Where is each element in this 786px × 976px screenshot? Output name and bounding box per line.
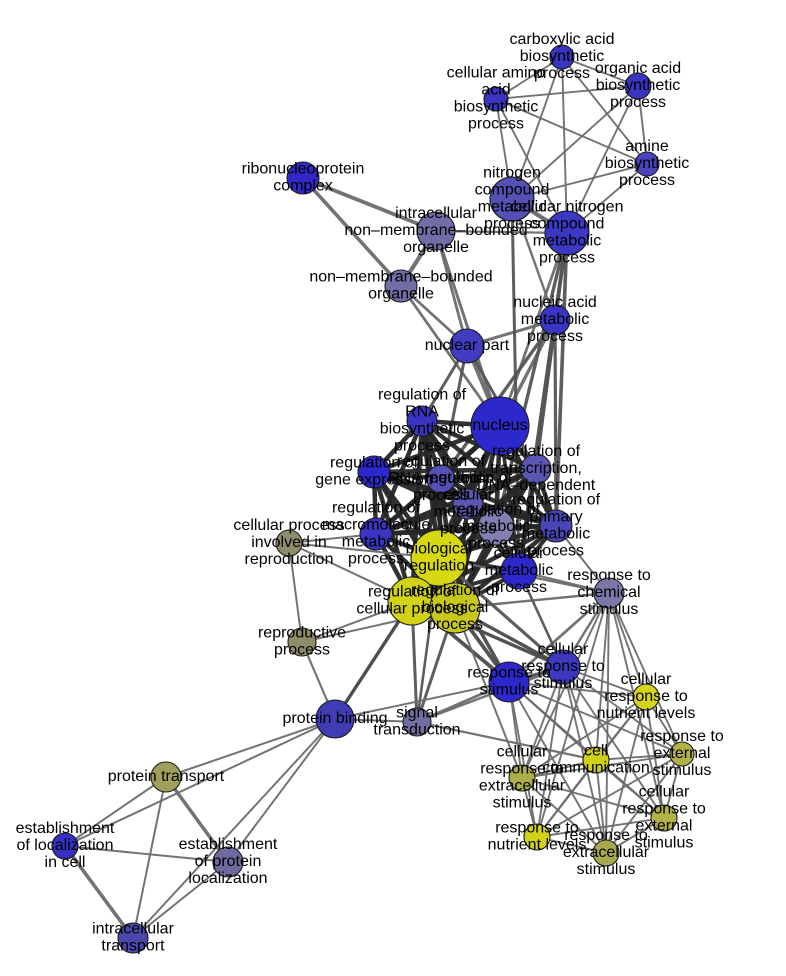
svg-text:nuclear part: nuclear part bbox=[425, 337, 510, 354]
svg-text:protein transport: protein transport bbox=[108, 768, 225, 785]
svg-text:protein binding: protein binding bbox=[283, 710, 388, 727]
svg-text:nucleus: nucleus bbox=[472, 417, 527, 434]
